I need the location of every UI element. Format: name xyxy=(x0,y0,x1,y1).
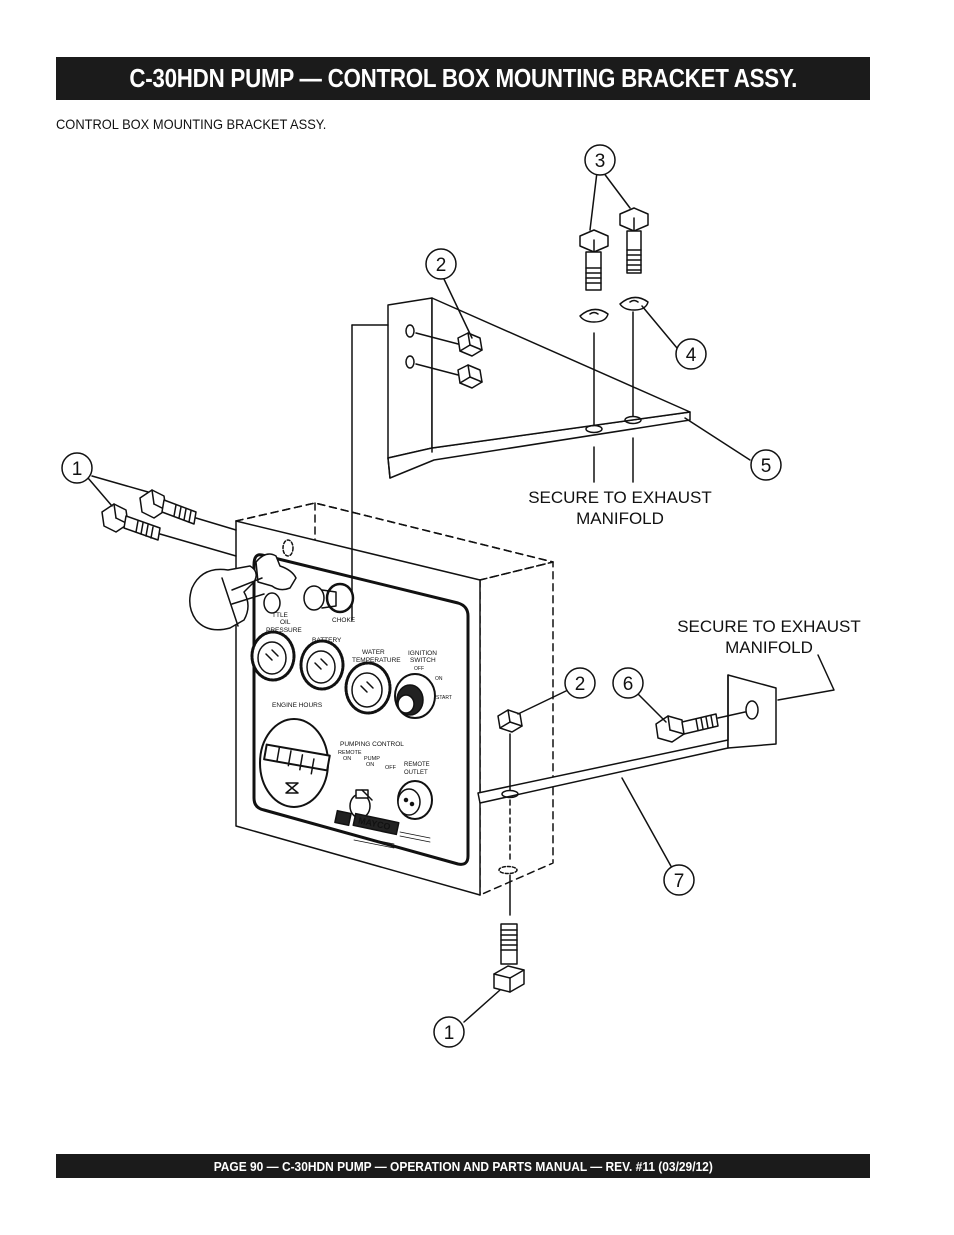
leader-line xyxy=(621,777,673,869)
note-secure-exhaust-upper: SECURE TO EXHAUST MANIFOLD xyxy=(528,488,712,528)
svg-text:SECURE TO EXHAUST: SECURE TO EXHAUST xyxy=(677,617,861,636)
hex-bolt xyxy=(619,207,649,274)
brand-plate xyxy=(334,809,431,849)
leader-line xyxy=(717,711,746,719)
svg-text:PRESSURE: PRESSURE xyxy=(266,627,302,634)
panel-labels: TTLE OIL PRESSURE CHOKE BATTERY WATER TE… xyxy=(266,612,452,832)
leader-line xyxy=(91,475,149,493)
hex-nut xyxy=(497,709,523,733)
callout-2-lower: 2 xyxy=(564,667,596,699)
mount-hole xyxy=(498,865,518,875)
callout-2-upper: 2 xyxy=(425,248,457,280)
svg-text:ENGINE HOURS: ENGINE HOURS xyxy=(272,702,323,709)
svg-text:WATER: WATER xyxy=(362,649,385,656)
svg-text:SECURE TO EXHAUST: SECURE TO EXHAUST xyxy=(528,488,712,507)
hex-nut xyxy=(457,364,483,389)
hex-bolt xyxy=(101,503,161,541)
leader-line xyxy=(684,417,751,461)
leader-line xyxy=(159,533,237,557)
upper-exhaust-bracket xyxy=(387,297,691,479)
control-box-top-edge xyxy=(235,502,554,581)
choke-knob xyxy=(303,582,355,614)
pump-toggle-switch xyxy=(349,789,373,819)
page-title-bar: C-30HDN PUMP — CONTROL BOX MOUNTING BRAC… xyxy=(56,57,870,100)
leader-line xyxy=(641,305,678,349)
callout-6: 6 xyxy=(612,667,644,699)
hex-bolt xyxy=(139,489,197,525)
svg-text:2: 2 xyxy=(436,255,447,276)
svg-text:CHOKE: CHOKE xyxy=(332,617,356,624)
svg-text:ON: ON xyxy=(435,676,443,682)
svg-text:MANIFOLD: MANIFOLD xyxy=(725,638,813,657)
leader-line xyxy=(602,171,631,209)
svg-text:2: 2 xyxy=(575,674,586,695)
leader-line xyxy=(442,276,473,339)
svg-text:PUMPING CONTROL: PUMPING CONTROL xyxy=(340,741,404,748)
svg-text:IGNITION: IGNITION xyxy=(408,650,437,657)
leader-line xyxy=(463,989,501,1023)
leader-line xyxy=(87,477,113,507)
svg-text:ON: ON xyxy=(366,762,374,768)
svg-text:OIL: OIL xyxy=(280,619,291,626)
battery-gauge xyxy=(299,639,345,691)
leader-line xyxy=(195,517,237,531)
svg-text:MANIFOLD: MANIFOLD xyxy=(576,509,664,528)
leader-line xyxy=(589,171,598,231)
callout-7: 7 xyxy=(663,864,695,896)
leader-line xyxy=(415,363,463,377)
svg-text:ON: ON xyxy=(343,756,351,762)
leader-line xyxy=(637,693,667,723)
callout-1-left: 1 xyxy=(61,452,93,484)
mount-hole xyxy=(282,539,294,557)
page-footer-bar: PAGE 90 — C-30HDN PUMP — OPERATION AND P… xyxy=(56,1154,870,1178)
leader-line xyxy=(777,654,835,701)
callout-1-bottom: 1 xyxy=(433,1016,465,1048)
ignition-switch xyxy=(394,673,436,719)
oil-pressure-gauge xyxy=(250,630,296,682)
callout-3: 3 xyxy=(584,144,616,176)
svg-text:TTLE: TTLE xyxy=(272,612,289,619)
page-title: C-30HDN PUMP — CONTROL BOX MOUNTING BRAC… xyxy=(129,63,797,93)
svg-text:REMOTE: REMOTE xyxy=(338,750,362,756)
svg-text:7: 7 xyxy=(674,871,685,892)
leader-line xyxy=(415,332,463,346)
callout-5: 5 xyxy=(750,449,782,481)
svg-text:3: 3 xyxy=(595,151,606,172)
hex-bolt xyxy=(493,923,525,993)
engine-hours-meter xyxy=(259,718,331,808)
page-footer: PAGE 90 — C-30HDN PUMP — OPERATION AND P… xyxy=(213,1158,713,1174)
svg-text:START: START xyxy=(436,695,452,701)
remote-outlet xyxy=(397,780,433,820)
svg-text:1: 1 xyxy=(444,1023,455,1044)
svg-text:BATTERY: BATTERY xyxy=(312,637,342,644)
svg-text:4: 4 xyxy=(686,345,697,366)
note-secure-exhaust-right: SECURE TO EXHAUST MANIFOLD xyxy=(677,617,861,657)
svg-text:OUTLET: OUTLET xyxy=(404,770,428,776)
lock-washer xyxy=(579,308,609,323)
svg-text:PUMP: PUMP xyxy=(364,756,380,762)
svg-text:1: 1 xyxy=(72,459,83,480)
svg-text:5: 5 xyxy=(761,456,772,477)
water-temperature-gauge xyxy=(344,661,392,715)
hex-bolt xyxy=(655,713,719,743)
hex-bolt xyxy=(579,229,609,291)
right-exhaust-bracket xyxy=(477,674,777,804)
svg-text:OFF: OFF xyxy=(385,765,397,771)
svg-text:OFF: OFF xyxy=(414,666,424,672)
svg-text:6: 6 xyxy=(623,674,634,695)
hex-nut xyxy=(457,332,483,357)
callout-4: 4 xyxy=(675,338,707,370)
throttle-knob xyxy=(189,553,297,631)
svg-text:REMOTE: REMOTE xyxy=(404,762,430,768)
figure-caption: CONTROL BOX MOUNTING BRACKET ASSY. xyxy=(56,116,327,132)
leader-line xyxy=(517,689,569,715)
svg-text:TEMPERATURE: TEMPERATURE xyxy=(352,657,401,664)
svg-text:SWITCH: SWITCH xyxy=(410,657,436,664)
